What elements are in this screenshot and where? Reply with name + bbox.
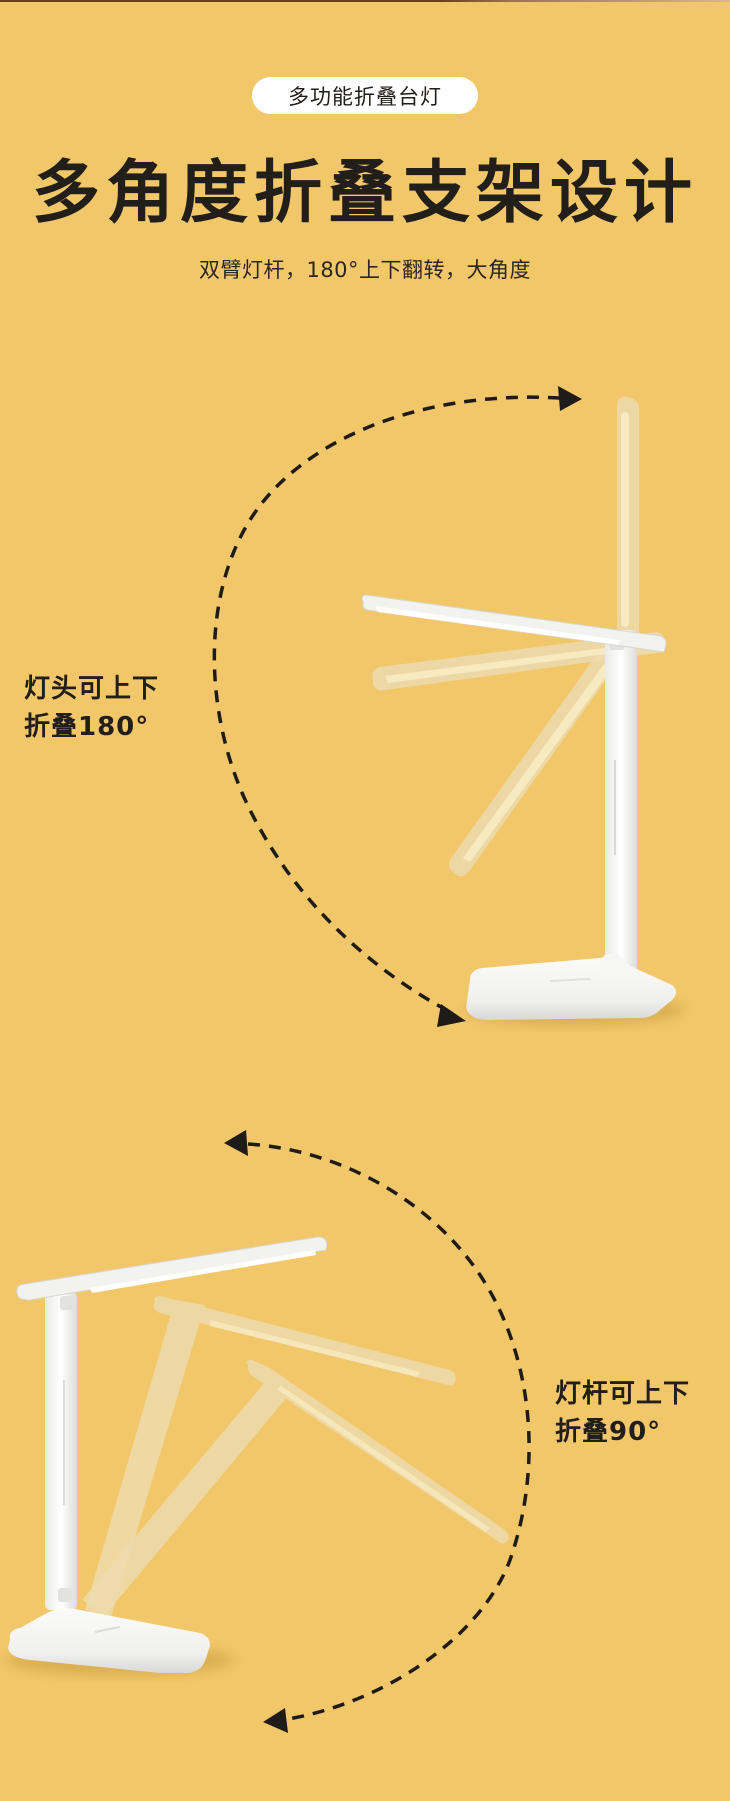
section-1-label: 灯头可上下 折叠180° (24, 670, 159, 746)
section-1-label-line1: 灯头可上下 (24, 674, 160, 704)
section-2-label: 灯杆可上下 折叠90° (555, 1375, 690, 1451)
lamp-head-white (16, 1236, 328, 1301)
page-subtitle: 双臂灯杆，180°上下翻转，大角度 (198, 258, 532, 282)
top-border-strip (0, 0, 730, 2)
dashed-arc-arrow-icon (224, 1130, 531, 1733)
category-badge-text: 多功能折叠台灯 (288, 84, 442, 109)
section-2-label-line1: 灯杆可上下 (555, 1379, 691, 1409)
category-badge: 多功能折叠台灯 (252, 77, 478, 114)
lamp-1-illustration (212, 386, 685, 1027)
section-1-label-line2: 折叠180° (24, 712, 150, 742)
dashed-arc-arrow-icon (212, 386, 582, 1027)
section-2-label-line2: 折叠90° (555, 1417, 662, 1447)
lamp-head-white (361, 594, 667, 653)
page-title: 多角度折叠支架设计 (31, 154, 698, 233)
lamp-2-illustration (5, 1130, 531, 1733)
